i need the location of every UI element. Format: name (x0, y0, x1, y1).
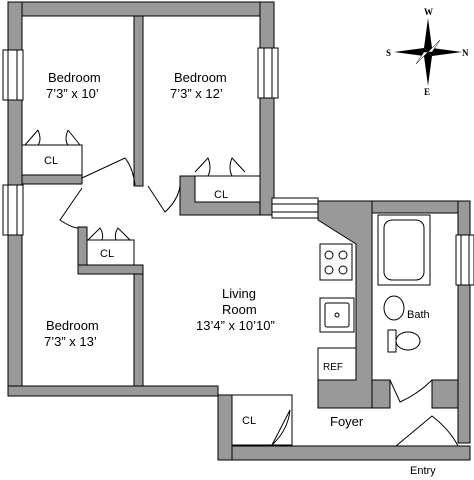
compass-north-label: N (462, 48, 469, 58)
wall-foyer-left (217, 394, 233, 461)
refrigerator (317, 347, 357, 381)
window-left-top (2, 49, 24, 101)
toilet-tank (387, 329, 397, 353)
window-right-living (455, 234, 474, 286)
closet-2-box (194, 175, 261, 203)
toilet-bowl (395, 331, 421, 351)
bedroom-top-left-name: Bedroom (48, 70, 101, 85)
door-bedroom-1 (81, 157, 136, 186)
wall-bath-bottom (371, 379, 391, 409)
closet-3-box (86, 239, 135, 266)
bath-fixtures (377, 214, 431, 353)
window-left-bottom (2, 184, 24, 236)
living-room-name-line1: Living (222, 286, 256, 301)
bedroom-bottom-name: Bedroom (46, 318, 99, 333)
closet-foyer-box (231, 394, 293, 446)
compass-south-label: S (386, 48, 391, 58)
wall-bath-top (371, 200, 459, 214)
window-kitchen (271, 197, 319, 219)
refrigerator-label: REF (323, 362, 343, 373)
door-entry (395, 415, 459, 447)
bath-name: Bath (407, 309, 430, 321)
door-closet-3 (87, 227, 104, 241)
door-closet-2 (194, 157, 211, 177)
bedroom-bottom-size: 7’3” x 13’ (44, 334, 97, 349)
living-room-name-line2: Room (222, 302, 257, 317)
bedroom-top-left-size: 7’3” x 10’ (46, 86, 99, 101)
living-room-size: 13’4” x 10’10” (196, 318, 275, 333)
wall-middle-top (133, 15, 144, 187)
door-bedroom-2 (147, 185, 181, 213)
windows (2, 47, 474, 286)
wall-bottom-bedroom (7, 385, 219, 397)
foyer-name: Foyer (330, 414, 364, 429)
closet-3-label: CL (100, 248, 114, 260)
bath-sink (383, 295, 405, 321)
doors (24, 129, 459, 447)
compass-east-label: E (424, 87, 430, 97)
bedroom-top-right-name: Bedroom (174, 70, 227, 85)
closet-2-label: CL (214, 189, 228, 201)
entry-label: Entry (410, 465, 436, 477)
bedroom-top-right-size: 7’3” x 12’ (170, 86, 223, 101)
door-bath (389, 379, 433, 403)
labels: Bedroom 7’3” x 10’ Bedroom 7’3” x 12’ Be… (44, 70, 436, 477)
door-closet-foyer (271, 409, 291, 446)
closet-foyer-label: CL (242, 415, 256, 427)
wall-bedroom3-living (133, 271, 144, 387)
door-closet-1 (24, 129, 41, 146)
kitchen (317, 243, 357, 381)
wall-top (7, 1, 275, 17)
compass-rose: W N S E (386, 7, 469, 97)
window-right-top (257, 47, 279, 99)
closet-1-label: CL (44, 155, 58, 167)
door-bedroom-3 (59, 187, 83, 229)
closet-1-box (21, 144, 83, 176)
wall-closet-3-bottom (77, 264, 144, 275)
compass-west-label: W (424, 7, 433, 17)
wall-under-bedroom1 (21, 174, 83, 185)
wall-foyer-bottom (217, 445, 471, 461)
wall-right-bedroom2 (259, 1, 275, 216)
stove (319, 243, 353, 281)
wall-bath-right-bottom (431, 379, 459, 409)
